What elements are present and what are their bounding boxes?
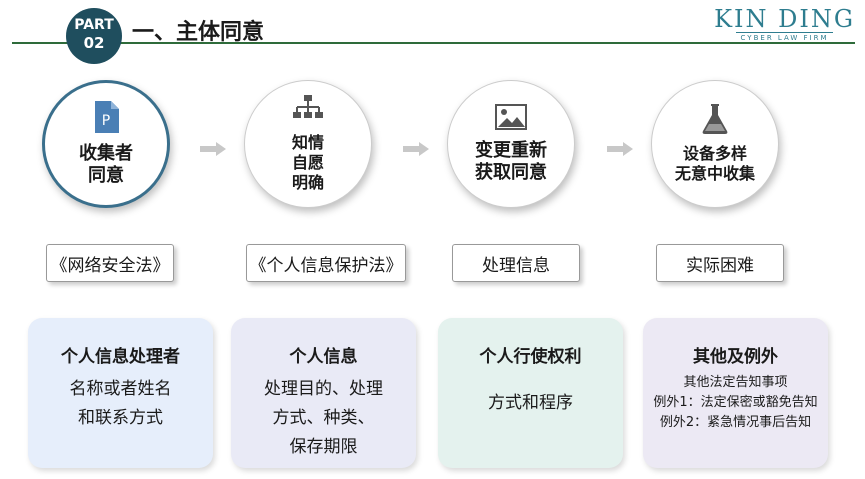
tag-processing-info: 处理信息: [452, 244, 580, 282]
step-label: 变更重新获取同意: [475, 140, 547, 183]
step-label: 知情自愿明确: [291, 133, 324, 192]
step-label: 设备多样无意中收集: [674, 144, 755, 183]
arrow-right-icon: [200, 141, 226, 160]
flask-icon: [702, 104, 728, 138]
card-body: 方式和程序: [488, 393, 573, 413]
tag-practical-difficulty: 实际困难: [656, 244, 784, 282]
card-processor: 个人信息处理者 名称或者姓名和联系方式: [28, 318, 213, 468]
part-number: 02: [83, 34, 105, 52]
svg-text:P: P: [102, 113, 110, 129]
org-chart-icon: [292, 95, 324, 127]
card-body: 其他法定告知事项例外1：法定保密或豁免告知例外2：紧急情况事后告知: [653, 375, 818, 430]
step-label: 收集者同意: [79, 143, 133, 186]
step-collector-consent: P 收集者同意: [42, 80, 170, 208]
step-reconsent-on-change: 变更重新获取同意: [447, 80, 575, 208]
section-title: 一、主体同意: [132, 20, 265, 45]
card-personal-info: 个人信息 处理目的、处理方式、种类、保存期限: [231, 318, 416, 468]
card-title: 个人信息: [289, 347, 358, 367]
tag-pipl: 《个人信息保护法》: [246, 244, 406, 282]
card-title: 个人行使权利: [479, 347, 582, 367]
part-badge: PART 02: [66, 8, 122, 64]
image-icon: [495, 104, 527, 134]
arrow-right-icon: [607, 141, 633, 160]
header-divider: [12, 42, 855, 44]
card-other-exceptions: 其他及例外 其他法定告知事项例外1：法定保密或豁免告知例外2：紧急情况事后告知: [643, 318, 828, 468]
logo: KIN DING CYBER LAW FIRM: [714, 6, 855, 42]
card-body: 名称或者姓名和联系方式: [69, 379, 172, 428]
card-body: 处理目的、处理方式、种类、保存期限: [264, 379, 383, 457]
card-title: 其他及例外: [693, 347, 778, 367]
step-informed-voluntary: 知情自愿明确: [244, 80, 372, 208]
document-p-icon: P: [93, 101, 119, 137]
tag-cybersecurity-law: 《网络安全法》: [46, 244, 174, 282]
step-device-collection: 设备多样无意中收集: [651, 80, 779, 208]
arrow-right-icon: [403, 141, 429, 160]
logo-brand: KIN DING: [714, 5, 855, 33]
card-rights: 个人行使权利 方式和程序: [438, 318, 623, 468]
card-title: 个人信息处理者: [61, 347, 180, 367]
part-label: PART: [74, 17, 114, 33]
logo-subtitle: CYBER LAW FIRM: [736, 32, 833, 42]
